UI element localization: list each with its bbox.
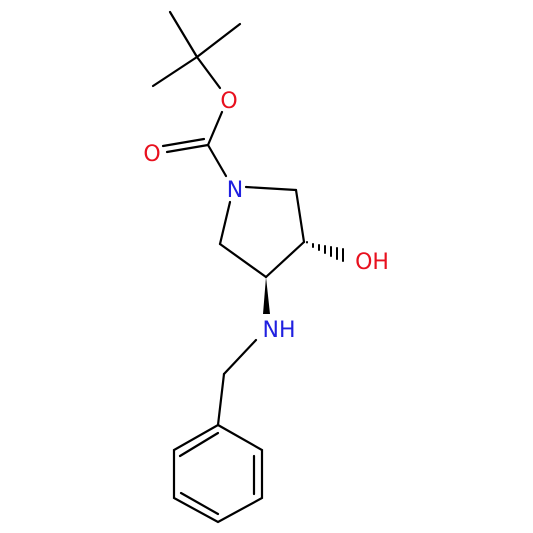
bond-ring-c5-n [218, 200, 232, 246]
bond-tbutyl-methyl-right [195, 22, 242, 59]
bond-carbonyl-c-ring-n [206, 143, 228, 178]
atom-hydroxyl: OH [355, 250, 389, 275]
benzene-ring [172, 423, 264, 524]
bond-nh-ch2 [222, 338, 258, 376]
bond-tbutyl-methyl-left [151, 55, 199, 88]
bond-ring-c4-c5 [218, 242, 268, 279]
bond-ring-c2-c3 [294, 188, 306, 244]
bond-ester-o-carbonyl-c [206, 110, 224, 147]
bond-carbonyl-double-1 [165, 143, 210, 154]
bond-ring-c3-c4 [264, 240, 306, 279]
bond-carbonyl-double-2 [161, 137, 206, 148]
atom-ester-oxygen: O [220, 89, 237, 114]
bond-ch2-benzene [216, 372, 226, 427]
atom-amine: NH [263, 318, 296, 343]
hashed-wedge-bond-oh [306, 241, 344, 262]
bond-tbutyl-methyl-top [168, 10, 199, 59]
benzene-inner-double-3 [179, 491, 220, 516]
solid-wedge-bond-nh [263, 277, 270, 314]
bond-ring-n-c2 [244, 185, 298, 192]
atom-carbonyl-oxygen: O [143, 142, 160, 167]
benzene-inner-double-1 [178, 431, 220, 458]
atom-ring-nitrogen: N [227, 178, 243, 203]
bond-tbutyl-ester-o [195, 55, 222, 90]
